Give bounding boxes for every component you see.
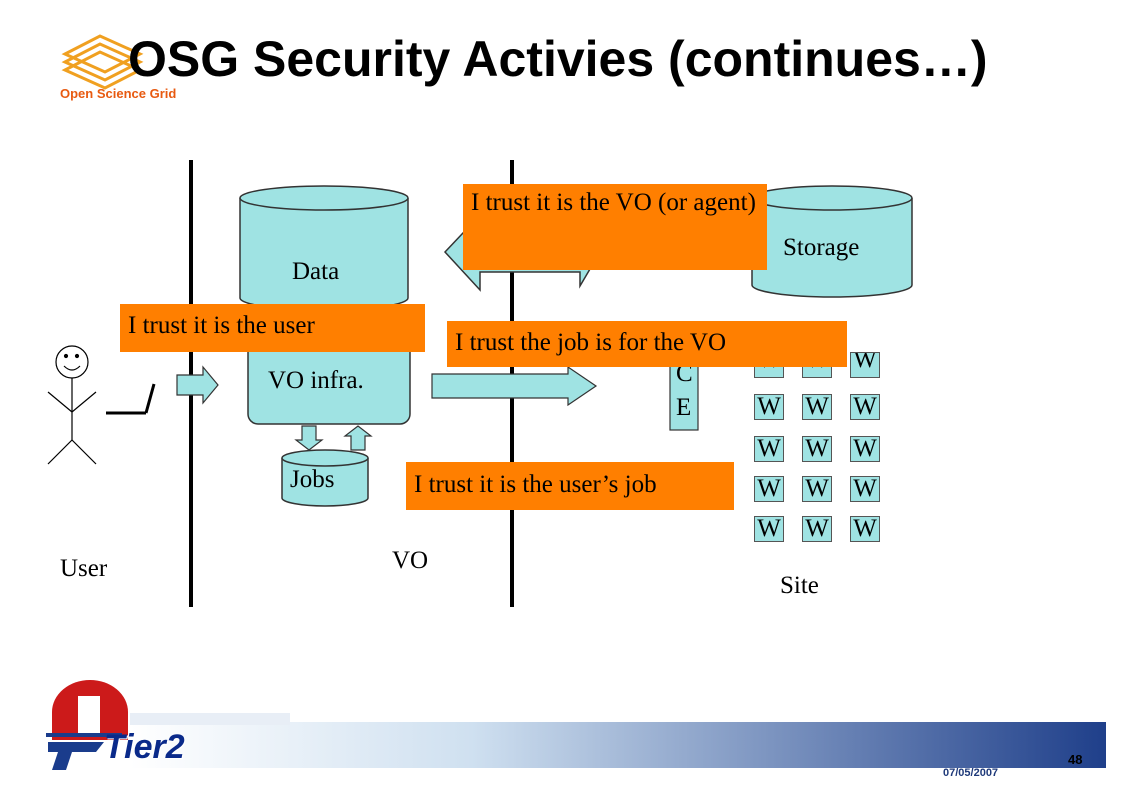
page-number: 48 — [1068, 752, 1083, 767]
laptop-icon — [106, 383, 156, 415]
worker-node-w: W — [754, 476, 784, 502]
data-cylinder — [239, 185, 409, 311]
worker-node-w: W — [850, 394, 880, 420]
site-label: Site — [780, 572, 819, 599]
data-label: Data — [292, 258, 340, 285]
osg-layers-icon — [61, 34, 144, 90]
uf-logo-icon — [46, 680, 128, 770]
jobs-to-infra-arrow — [343, 425, 373, 451]
worker-node-w: W — [850, 516, 880, 542]
storage-label: Storage — [783, 234, 860, 261]
ce-e-label: E — [676, 394, 692, 421]
callout-users-job: I trust it is the user’s job — [406, 462, 734, 510]
user-label: User — [60, 555, 108, 582]
worker-node-w: W — [802, 516, 832, 542]
worker-node-w: W — [802, 394, 832, 420]
worker-node-w: W — [754, 436, 784, 462]
storage-cylinder — [751, 185, 913, 298]
vo-to-site-arrow — [431, 365, 598, 407]
footer-date: 07/05/2007 — [943, 767, 999, 779]
worker-node-w: W — [754, 394, 784, 420]
vo-label: VO — [392, 547, 429, 574]
worker-node-w: W — [754, 516, 784, 542]
vo-infra-label: VO infra. — [268, 367, 364, 394]
footer-bar — [130, 722, 1106, 768]
user-to-vo-arrow — [176, 365, 219, 405]
callout-job-vo: I trust the job is for the VO — [447, 321, 847, 367]
user-stick-figure-icon — [47, 345, 97, 465]
worker-node-w: W — [850, 436, 880, 462]
page-title: OSG Security Activies (continues…) — [128, 31, 988, 87]
worker-node-w: W — [802, 476, 832, 502]
osg-logo-text: Open Science Grid — [60, 86, 177, 101]
jobs-cylinder — [281, 449, 369, 507]
callout-user: I trust it is the user — [120, 304, 425, 352]
worker-node-w: W — [850, 352, 880, 378]
worker-node-w: W — [850, 476, 880, 502]
callout-vo-agent: I trust it is the VO (or agent) — [463, 184, 767, 270]
jobs-label: Jobs — [290, 466, 335, 493]
ce-box — [669, 357, 699, 431]
worker-node-w: W — [802, 436, 832, 462]
infra-to-jobs-arrow — [294, 425, 324, 451]
tier2-logo-text: Tier2 — [104, 728, 185, 766]
